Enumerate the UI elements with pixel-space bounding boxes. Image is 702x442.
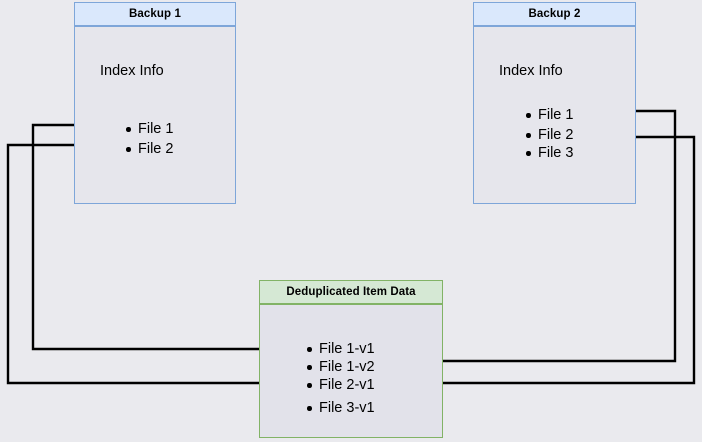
dedup-file-list: File 1-v1 File 1-v2 File 2-v1 File 3-v1: [306, 340, 375, 417]
list-item: File 1: [525, 106, 573, 124]
box-deduplicated-item-data[interactable]: Deduplicated Item Data File 1-v1 File 1-…: [259, 280, 443, 438]
list-item: File 3-v1: [306, 399, 375, 417]
box-backup-2-title: Backup 2: [473, 2, 636, 26]
list-item: File 2-v1: [306, 376, 375, 394]
box-backup-1-body: Index Info File 1 File 2: [74, 26, 236, 204]
box-backup-1[interactable]: Backup 1 Index Info File 1 File 2: [74, 2, 236, 204]
backup-2-file-list: File 1 File 2 File 3: [525, 106, 573, 162]
box-backup-2[interactable]: Backup 2 Index Info File 1 File 2 File 3: [473, 2, 636, 204]
list-item: File 2: [125, 140, 173, 158]
box-backup-2-body: Index Info File 1 File 2 File 3: [473, 26, 636, 204]
list-item: File 1-v2: [306, 358, 375, 376]
backup-2-index-info-label: Index Info: [499, 63, 563, 79]
backup-1-file-list: File 1 File 2: [125, 120, 173, 158]
backup-1-index-info-label: Index Info: [100, 63, 164, 79]
list-item: File 2: [525, 126, 573, 144]
box-deduplicated-item-data-body: File 1-v1 File 1-v2 File 2-v1 File 3-v1: [259, 304, 443, 438]
list-item: File 3: [525, 144, 573, 162]
box-deduplicated-item-data-title: Deduplicated Item Data: [259, 280, 443, 304]
box-backup-1-title: Backup 1: [74, 2, 236, 26]
list-item: File 1-v1: [306, 340, 375, 358]
list-item: File 1: [125, 120, 173, 138]
